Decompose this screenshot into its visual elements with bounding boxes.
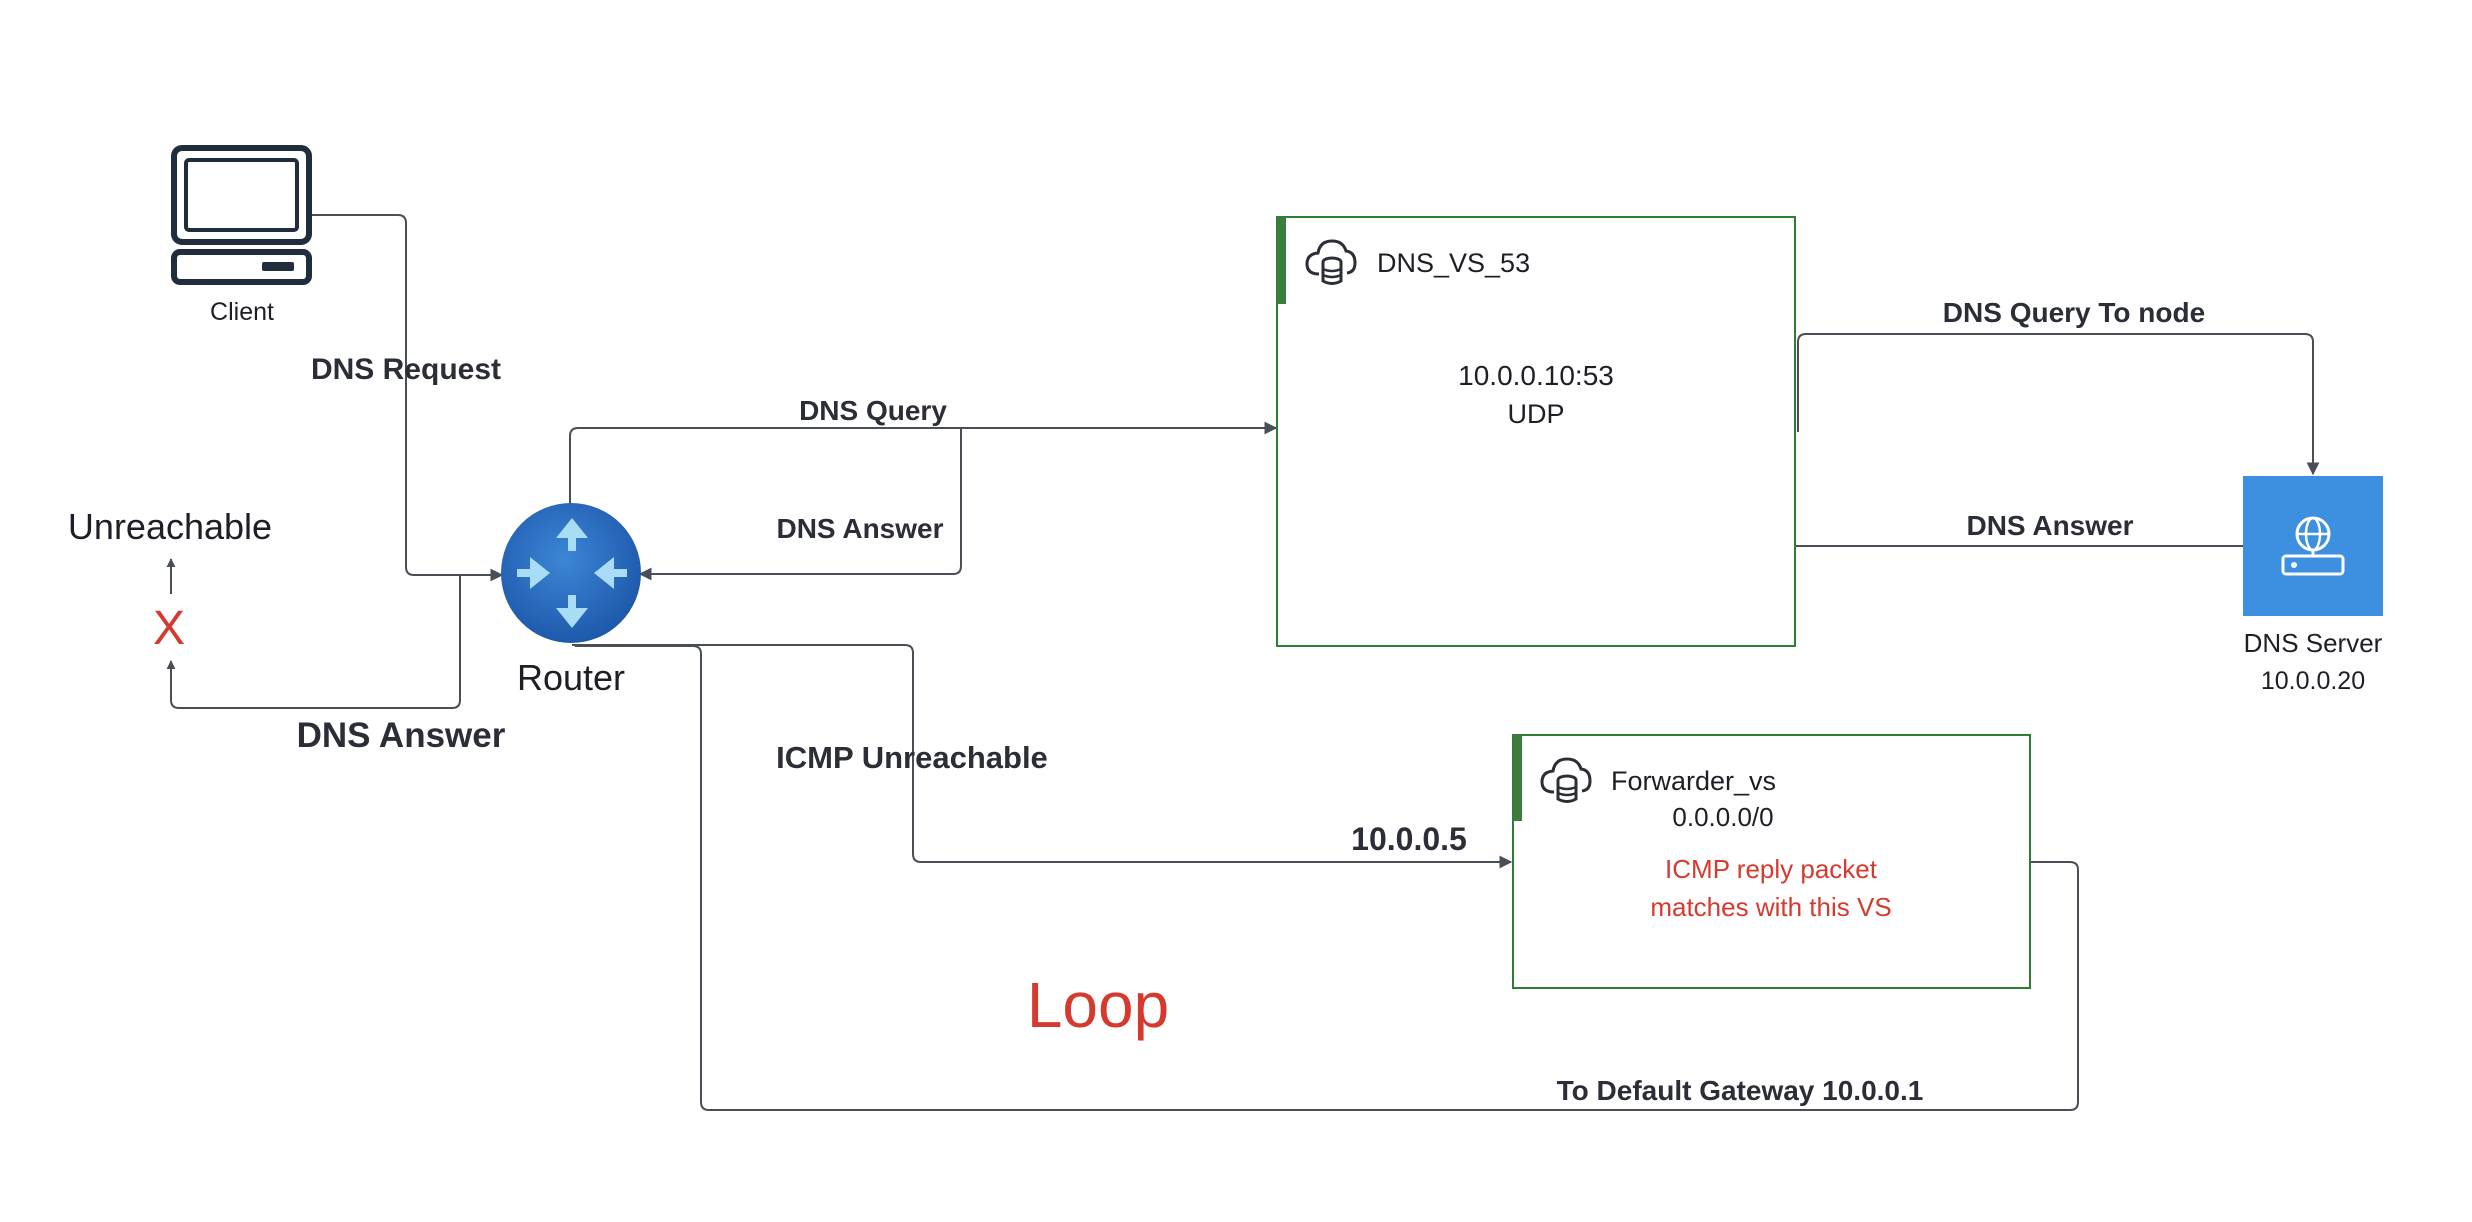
edge-label-dns-request: DNS Request	[311, 353, 501, 386]
x-mark-icon: X	[153, 602, 185, 655]
edge-dns-query-to-node	[1797, 333, 2320, 476]
globe-server-icon	[2243, 476, 2383, 616]
dns-vs-accent-bar	[1277, 217, 1286, 304]
dns-server-label: DNS Server	[2244, 628, 2383, 658]
edge-dns-request	[311, 214, 504, 582]
edge-label-forward-ip: 10.0.0.5	[1351, 821, 1467, 857]
edge-label-to-default-gateway: To Default Gateway 10.0.0.1	[1557, 1075, 1924, 1106]
client-node[interactable]: Client	[171, 145, 312, 326]
forwarder-vs-address: 0.0.0.0/0	[1672, 802, 1773, 832]
edge-label-dns-query-to-node: DNS Query To node	[1943, 297, 2205, 328]
edge-label-dns-answer-server: DNS Answer	[1966, 510, 2133, 541]
desktop-computer-icon	[171, 145, 312, 285]
edge-dns-query	[569, 421, 1278, 506]
dns-vs-name: DNS_VS_53	[1377, 248, 1530, 278]
client-label: Client	[210, 298, 274, 326]
dns-server-ip: 10.0.0.20	[2261, 667, 2365, 695]
forwarder-vs-accent-bar	[1513, 735, 1522, 821]
dns-server-node[interactable]: DNS Server 10.0.0.20	[2243, 476, 2383, 695]
forwarder-vs-box	[1512, 734, 2031, 989]
edge-label-dns-query: DNS Query	[799, 395, 947, 426]
cloud-database-icon	[1305, 239, 1357, 285]
dns-vs-box	[1276, 216, 1796, 647]
edge-to-default-gateway	[575, 645, 2079, 1111]
edge-label-dns-answer-client: DNS Answer	[297, 716, 506, 755]
edge-dns-answer-router	[638, 428, 962, 581]
edge-icmp-unreachable	[572, 644, 1513, 869]
loop-label: Loop	[1027, 969, 1169, 1041]
dns-vs-protocol: UDP	[1507, 399, 1564, 429]
edge-dns-answer-client	[166, 575, 461, 709]
dns-vs-node[interactable]: DNS_VS_53 10.0.0.10:53 UDP	[1276, 216, 1796, 647]
forwarder-vs-node[interactable]: Forwarder_vs 0.0.0.0/0 ICMP reply packet…	[1512, 734, 2031, 989]
forwarder-vs-note-line2: matches with this VS	[1650, 892, 1891, 922]
router-icon	[501, 503, 641, 643]
cloud-database-icon	[1540, 757, 1592, 803]
forwarder-vs-name: Forwarder_vs	[1611, 766, 1776, 796]
forwarder-vs-note-line1: ICMP reply packet	[1665, 854, 1878, 884]
router-node[interactable]: Router	[501, 503, 641, 698]
unreachable-label: Unreachable	[68, 506, 272, 547]
router-label: Router	[517, 657, 625, 698]
dns-vs-address: 10.0.0.10:53	[1458, 360, 1614, 391]
edge-label-icmp-unreachable: ICMP Unreachable	[776, 740, 1048, 775]
edge-label-dns-answer-router: DNS Answer	[776, 513, 943, 544]
